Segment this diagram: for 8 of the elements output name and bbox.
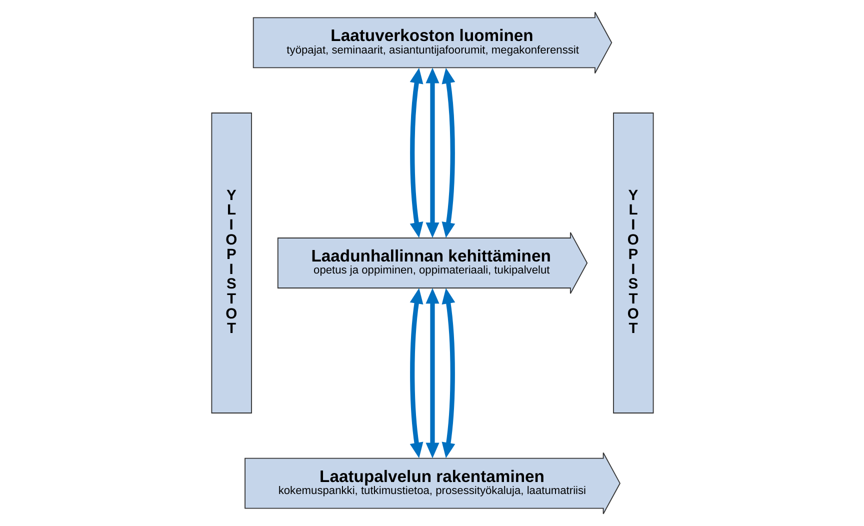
- node-box: YLIOPISTOT: [210, 112, 252, 414]
- arrow: [409, 288, 423, 458]
- arrow: [441, 68, 455, 238]
- arrow: [441, 288, 455, 458]
- node-box: YLIOPISTOT: [612, 112, 654, 414]
- arrow: [425, 68, 439, 238]
- arrow: [425, 288, 439, 458]
- arrow: [409, 68, 423, 238]
